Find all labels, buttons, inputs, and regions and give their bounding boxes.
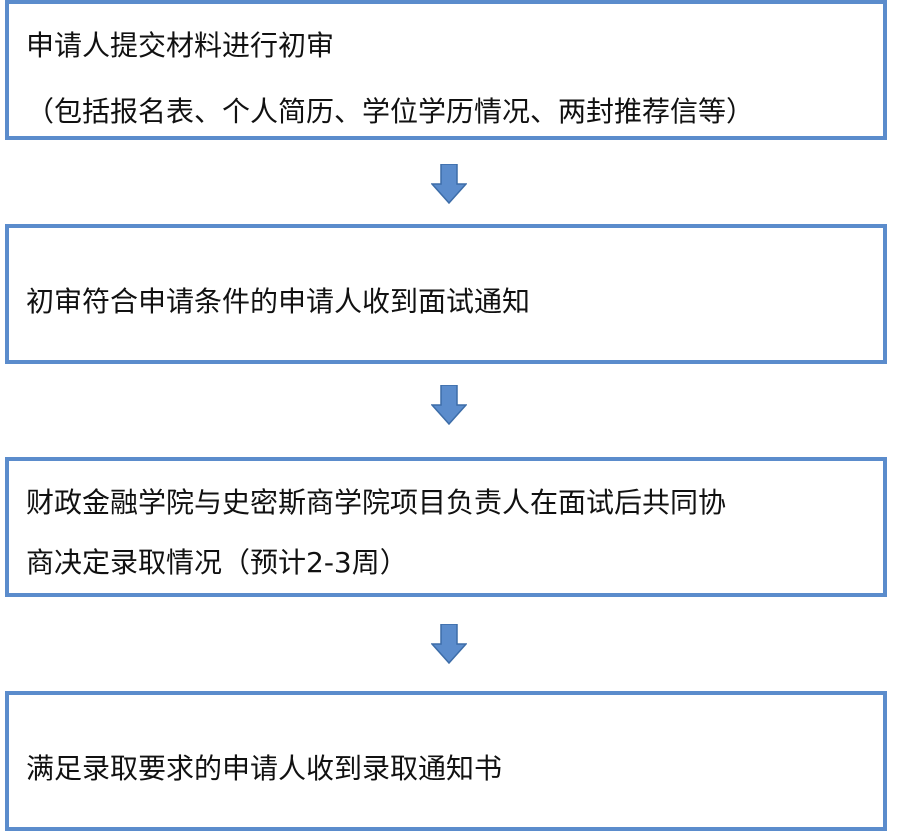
down-arrow-icon [431, 624, 467, 664]
step-4-text: 满足录取要求的申请人收到录取通知书 [26, 752, 503, 785]
step-box-2: 初审符合申请条件的申请人收到面试通知 [5, 224, 887, 364]
step-box-3: 财政金融学院与史密斯商学院项目负责人在面试后共同协 商决定录取情况（预计2-3周… [5, 457, 887, 597]
step-2-text: 初审符合申请条件的申请人收到面试通知 [26, 285, 531, 318]
down-arrow-icon [431, 385, 467, 425]
step-3-text-line-1: 财政金融学院与史密斯商学院项目负责人在面试后共同协 [26, 486, 727, 519]
step-3-text-line-2: 商决定录取情况（预计2-3周） [26, 546, 408, 579]
step-box-4: 满足录取要求的申请人收到录取通知书 [5, 691, 887, 831]
step-box-1: 申请人提交材料进行初审 （包括报名表、个人简历、学位学历情况、两封推荐信等） [5, 0, 887, 140]
step-1-text: 申请人提交材料进行初审 [26, 29, 335, 62]
step-1-note: （包括报名表、个人简历、学位学历情况、两封推荐信等） [26, 95, 755, 128]
down-arrow-icon [431, 164, 467, 204]
